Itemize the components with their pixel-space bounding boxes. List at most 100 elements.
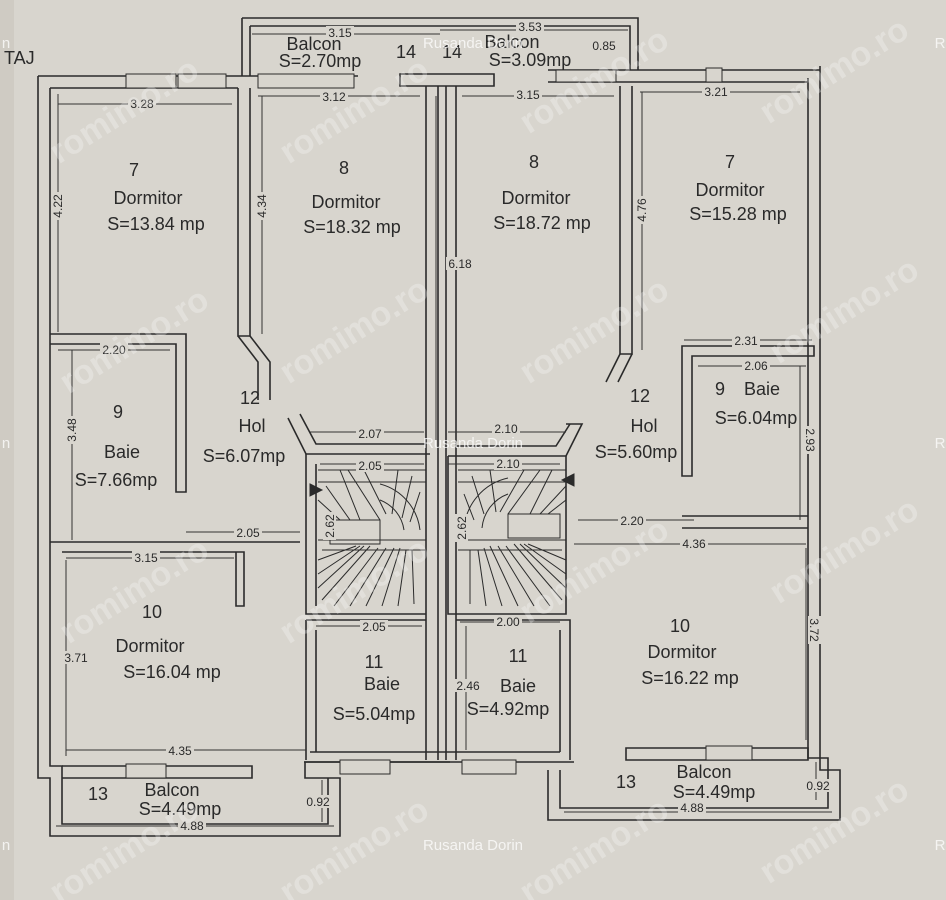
dimension-label-bg xyxy=(234,526,262,539)
dimension-label: 4.22 xyxy=(51,194,65,218)
dimension-label-bg xyxy=(618,514,646,527)
dimension-label: 2.07 xyxy=(358,427,382,441)
room-area: S=13.84 mp xyxy=(107,214,205,234)
watermark-edge: R xyxy=(935,837,946,854)
room-area: S=4.92mp xyxy=(467,699,550,719)
dimension-label: 3.15 xyxy=(134,551,158,565)
dimension-label: 2.05 xyxy=(362,620,386,634)
room-number: 10 xyxy=(670,616,690,636)
dimension-label: 2.05 xyxy=(358,459,382,473)
dimension-label-bg xyxy=(590,39,618,52)
dimension-label-bg xyxy=(804,426,817,454)
dimension-label: 3.71 xyxy=(64,651,88,665)
dimension-label-bg xyxy=(326,26,354,39)
windows xyxy=(125,67,753,779)
dimension-label: 3.21 xyxy=(704,85,728,99)
room-number: 10 xyxy=(142,602,162,622)
dimension-label: 4.88 xyxy=(680,801,704,815)
room-number: 8 xyxy=(339,158,349,178)
dimension-label: 2.20 xyxy=(102,343,126,357)
watermark-edge: n xyxy=(2,435,10,452)
room-name: Hol xyxy=(238,416,265,436)
room-area: S=16.04 mp xyxy=(123,662,221,682)
room-number: 11 xyxy=(365,652,384,672)
room-area: S=6.04mp xyxy=(715,408,798,428)
dimension-label-bg xyxy=(732,334,760,347)
dimension-label-bg xyxy=(100,343,128,356)
dimension-label: 3.28 xyxy=(130,97,154,111)
room-number: 12 xyxy=(240,388,260,408)
dimension-label-bg xyxy=(323,512,336,540)
dimension-label-bg xyxy=(516,20,544,33)
dimension-label-bg xyxy=(514,88,542,101)
room-area: S=7.66mp xyxy=(75,470,158,490)
room-number: 14 xyxy=(396,42,416,62)
watermark-author: Rusanda Dorin xyxy=(423,35,523,52)
dimension-label: 0.92 xyxy=(306,795,330,809)
room-name: Dormitor xyxy=(311,192,380,212)
dimension-label: 4.34 xyxy=(255,194,269,218)
room-name: Baie xyxy=(744,379,780,399)
room-number: 11 xyxy=(509,646,528,666)
staircase-right xyxy=(458,469,575,607)
dimension-label: 4.36 xyxy=(682,537,706,551)
room-number: 8 xyxy=(529,152,539,172)
dimension-label-bg xyxy=(446,257,474,270)
watermark-edge: n xyxy=(2,837,10,854)
dimension-label: 2.46 xyxy=(456,679,480,693)
dimension-label-bg xyxy=(166,744,194,757)
watermark-author: Rusanda Dorin xyxy=(423,435,523,452)
dimension-label-bg xyxy=(62,651,90,664)
room-number: 12 xyxy=(630,386,650,406)
room-area: S=2.70mp xyxy=(279,51,362,71)
dimension-label: 2.62 xyxy=(323,514,337,538)
staircase-left xyxy=(309,469,426,607)
room-name: Balcon xyxy=(484,32,539,52)
dimension-label: 3.15 xyxy=(328,26,352,40)
dimension-label: 6.18 xyxy=(448,257,472,271)
floor-label: TAJ xyxy=(4,48,35,68)
room-name: Dormitor xyxy=(647,642,716,662)
room-number: 7 xyxy=(725,152,735,172)
dimension-label-bg xyxy=(255,192,268,220)
dimension-label: 3.72 xyxy=(807,618,821,642)
dimension-label-bg xyxy=(635,196,648,224)
room-number: 9 xyxy=(715,379,725,399)
watermark-edge: R xyxy=(935,35,946,52)
dimension-label: 4.35 xyxy=(168,744,192,758)
dimension-label-bg xyxy=(320,90,348,103)
dimension-label-bg xyxy=(454,679,482,692)
room-name: Balcon xyxy=(676,762,731,782)
dimension-label-bg xyxy=(356,427,384,440)
room-area: S=6.07mp xyxy=(203,446,286,466)
dimension-label: 4.76 xyxy=(635,198,649,222)
room-area: S=4.49mp xyxy=(139,799,222,819)
room-name: Balcon xyxy=(144,780,199,800)
dimension-label: 0.92 xyxy=(806,779,830,793)
dimension-label-bg xyxy=(742,359,770,372)
room-number: 7 xyxy=(129,160,139,180)
dimension-label-bg xyxy=(65,416,78,444)
watermark-edge: n xyxy=(2,35,10,52)
dimension-label: 0.85 xyxy=(592,39,616,53)
dimension-label-bg xyxy=(360,620,388,633)
dimension-label: 2.62 xyxy=(455,516,469,540)
dimension-label-bg xyxy=(678,801,706,814)
room-number: 13 xyxy=(616,772,636,792)
room-name: Baie xyxy=(364,674,400,694)
room-area: S=5.60mp xyxy=(595,442,678,462)
dimension-label: 2.00 xyxy=(496,615,520,629)
dimension-label: 2.31 xyxy=(734,334,758,348)
room-name: Hol xyxy=(630,416,657,436)
room-number: 9 xyxy=(113,402,123,422)
room-area: S=16.22 mp xyxy=(641,668,739,688)
watermark-edge: R xyxy=(935,435,946,452)
dimension-label: 2.20 xyxy=(620,514,644,528)
room-number: 13 xyxy=(88,784,108,804)
dimension-label: 2.05 xyxy=(236,526,260,540)
dimension-label: 2.93 xyxy=(803,428,817,452)
dimension-label-bg xyxy=(808,616,821,644)
room-name: Dormitor xyxy=(115,636,184,656)
